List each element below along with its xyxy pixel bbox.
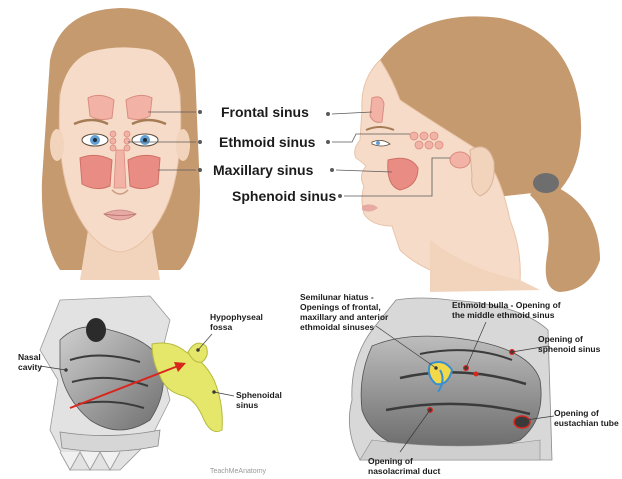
label-sphenoid-opening: Opening of sphenoid sinus xyxy=(538,334,608,354)
label-ethmoid-bulla: Ethmoid bulla - Opening of the middle et… xyxy=(452,300,562,320)
label-semilunar-hiatus: Semilunar hiatus - Openings of frontal, … xyxy=(300,292,400,332)
label-eustachian-opening: Opening of eustachian tube xyxy=(554,408,620,428)
right-eustachian-opening xyxy=(514,416,530,428)
label-nasolacrimal-opening: Opening of nasolacrimal duct xyxy=(368,456,458,476)
